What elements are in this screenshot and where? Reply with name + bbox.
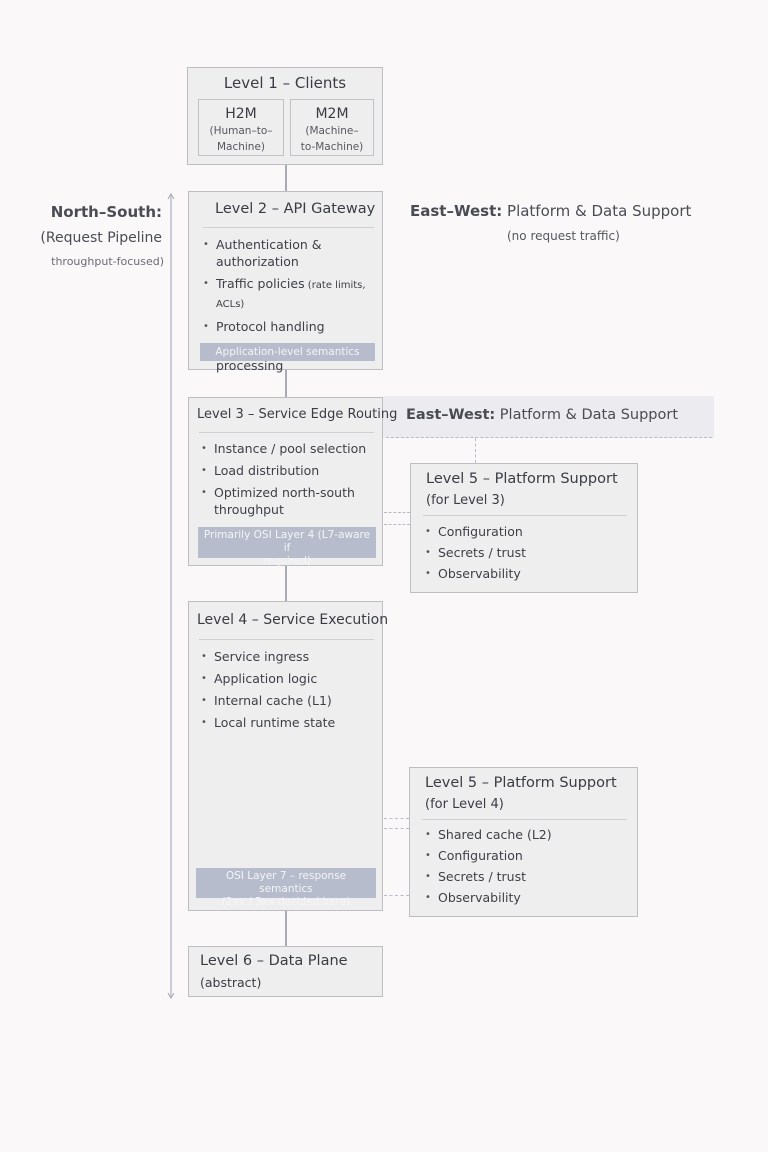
level4-title: Level 4 – Service Execution	[197, 612, 389, 628]
h2m-desc-2: Machine)	[216, 141, 266, 153]
connector-l4-l6	[285, 911, 287, 946]
level5b-item-observability: Observability	[425, 889, 625, 906]
level5b-item-config: Configuration	[425, 847, 625, 864]
north-south-arrow	[165, 192, 177, 1000]
level4-list: Service ingress Application logic Intern…	[201, 648, 381, 731]
level3-service-edge-box: Level 3 – Service Edge Routing Instance …	[188, 397, 397, 567]
level4-item-state: Local runtime state	[201, 714, 381, 731]
m2m-title: M2M	[315, 106, 349, 122]
l4-l5b-connector-2	[384, 828, 409, 829]
level2-item-protocol: Protocol handling	[203, 318, 381, 335]
level5a-item-observability: Observability	[425, 565, 625, 582]
level5b-list: Shared cache (L2) Configuration Secrets …	[425, 826, 625, 906]
m2m-desc-1: (Machine–	[305, 125, 359, 137]
east-west-band	[383, 396, 714, 438]
level5-platform-support-l4-box: Level 5 – Platform Support (for Level 4)…	[409, 767, 638, 917]
level2-item-auth: Authentication &authorization	[203, 236, 381, 270]
l4-l5b-connector-3	[384, 895, 409, 896]
level5b-item-shared-cache: Shared cache (L2)	[425, 826, 625, 843]
level3-item-load: Load distribution	[201, 462, 381, 479]
level5b-divider	[422, 819, 627, 820]
level4-item-cache: Internal cache (L1)	[201, 692, 381, 709]
north-south-subtitle: (Request Pipeline	[40, 230, 162, 246]
level5a-divider	[423, 515, 627, 516]
north-south-note: throughput-focused)	[51, 255, 164, 268]
north-south-title: North–South:	[50, 203, 162, 221]
level5a-subtitle: (for Level 3)	[426, 493, 505, 508]
level5b-subtitle: (for Level 4)	[425, 797, 504, 812]
level4-divider	[199, 639, 374, 640]
connector-l1-l2	[285, 165, 287, 191]
connector-l3-l4	[285, 566, 287, 601]
h2m-title: H2M	[225, 106, 257, 122]
east-west-mid-label: East–West: Platform & Data Support	[406, 407, 679, 423]
level5a-item-config: Configuration	[425, 523, 625, 540]
l3-l5a-connector-1	[384, 512, 410, 513]
connector-l2-l3	[285, 370, 287, 397]
level2-title: Level 2 – API Gateway	[215, 201, 376, 217]
h2m-box: H2M (Human–to– Machine)	[198, 99, 284, 156]
east-west-top-label: East–West: Platform & Data Support	[410, 202, 692, 220]
level6-subtitle: (abstract)	[200, 975, 262, 990]
h2m-desc-1: (Human–to–	[209, 125, 273, 137]
level3-title: Level 3 – Service Edge Routing	[197, 407, 398, 422]
east-west-drop-dash	[475, 438, 476, 463]
level4-badge: OSI Layer 7 – response semantics(2xx / 5…	[196, 868, 376, 908]
level5b-title: Level 5 – Platform Support	[425, 775, 617, 791]
level4-service-execution-box: Level 4 – Service Execution Service ingr…	[188, 601, 388, 911]
level3-list: Instance / pool selection Load distribut…	[201, 440, 381, 518]
level3-divider	[199, 432, 374, 433]
east-west-top-note: (no request traffic)	[507, 229, 620, 243]
level3-item-instance: Instance / pool selection	[201, 440, 381, 457]
level5a-item-secrets: Secrets / trust	[425, 544, 625, 561]
level2-api-gateway-box: Level 2 – API Gateway Authentication &au…	[188, 191, 383, 373]
l3-l5a-connector-2	[384, 524, 410, 525]
level5b-item-secrets: Secrets / trust	[425, 868, 625, 885]
level2-item-traffic: Traffic policies (rate limits, ACLs)	[203, 275, 381, 313]
l4-l5b-connector-1	[384, 818, 409, 819]
m2m-desc-2: to-Machine)	[300, 141, 364, 153]
level1-title: Level 1 – Clients	[223, 74, 347, 92]
level4-item-ingress: Service ingress	[201, 648, 381, 665]
level5a-title: Level 5 – Platform Support	[426, 471, 618, 487]
level1-clients-box: Level 1 – Clients H2M (Human–to– Machine…	[187, 67, 383, 165]
level6-data-plane-box: Level 6 – Data Plane (abstract)	[188, 946, 383, 997]
m2m-box: M2M (Machine– to-Machine)	[290, 99, 374, 156]
level4-item-logic: Application logic	[201, 670, 381, 687]
level2-divider	[203, 227, 374, 228]
level6-title: Level 6 – Data Plane	[200, 953, 348, 969]
level5a-list: Configuration Secrets / trust Observabil…	[425, 523, 625, 582]
level5-platform-support-l3-box: Level 5 – Platform Support (for Level 3)…	[410, 463, 638, 593]
east-west-band-dash	[386, 437, 712, 438]
level2-badge: Application-level semantics	[200, 343, 375, 361]
